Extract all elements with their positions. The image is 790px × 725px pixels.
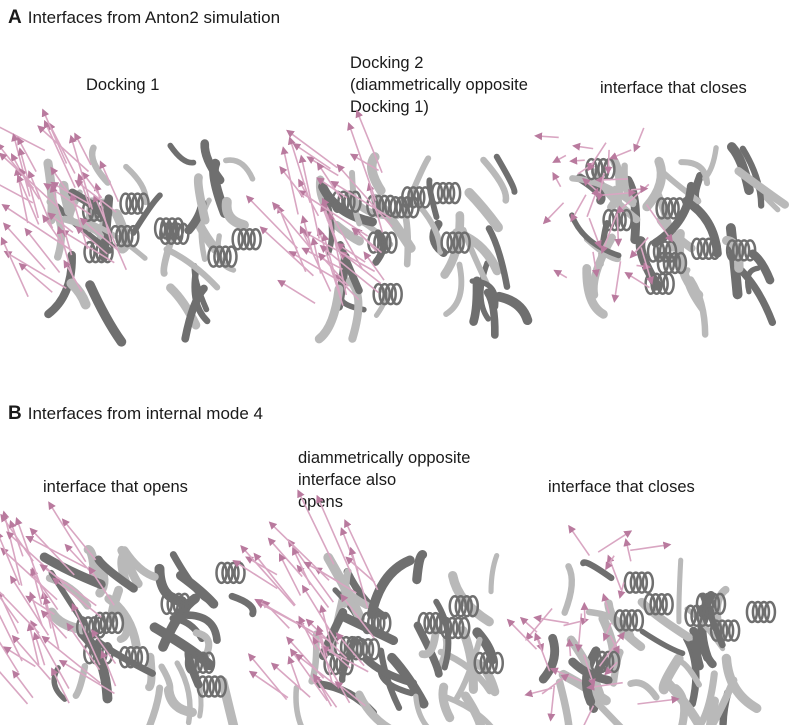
panel-a2-structure	[245, 109, 533, 344]
panel-b2-label-line: diammetrically opposite	[298, 449, 471, 467]
displacement-arrows	[506, 524, 680, 725]
panel-a2-label: Docking 2 (diammetrically opposite Docki…	[350, 52, 528, 118]
protein-structure-image	[245, 109, 533, 344]
section-b-letter: B	[8, 403, 22, 424]
panel-a2-label-line: Docking 1)	[350, 98, 429, 116]
panel-a3-label: interface that closes	[600, 77, 747, 99]
protein-structure-image	[0, 108, 262, 347]
section-b-heading: B Interfaces from internal mode 4	[8, 403, 263, 425]
displacement-arrows	[0, 501, 117, 705]
panel-a1-label-line: Docking 1	[86, 76, 160, 94]
section-b-title: Interfaces from internal mode 4	[27, 404, 264, 423]
displacement-arrows	[232, 489, 379, 708]
panel-a2-label-line: (diammetrically opposite	[350, 76, 528, 94]
protein-ribbon	[314, 152, 533, 344]
panel-b3-structure	[506, 524, 785, 725]
panel-a3-label-line: interface that closes	[600, 79, 747, 97]
panel-b3-label: interface that closes	[548, 476, 695, 498]
panel-b1-structure	[0, 501, 260, 725]
section-a-letter: A	[8, 7, 22, 28]
panel-a2-label-line: Docking 2	[350, 54, 424, 72]
panel-b2-label-line: interface also	[298, 471, 397, 489]
panel-b1-label-line: interface that opens	[43, 478, 188, 496]
protein-structure-image	[534, 127, 790, 338]
displacement-arrows	[534, 127, 673, 303]
panel-a3-structure	[534, 118, 790, 338]
panel-a1-structure	[0, 108, 270, 347]
section-a-title: Interfaces from Anton2 simulation	[27, 8, 281, 27]
protein-structure-image	[506, 524, 777, 725]
protein-structure-image	[0, 501, 257, 725]
panel-b3-label-line: interface that closes	[548, 478, 695, 496]
protein-ribbon	[43, 139, 262, 347]
protein-ribbon	[569, 142, 790, 338]
section-a-heading: A Interfaces from Anton2 simulation	[8, 7, 280, 29]
protein-ribbon	[538, 557, 777, 725]
panel-b2-label: diammetrically opposite interface also o…	[298, 447, 470, 513]
panel-a1-label: Docking 1	[86, 74, 159, 96]
displacement-arrows	[245, 109, 393, 306]
displacement-arrows	[0, 108, 128, 298]
protein-ribbon	[39, 544, 257, 725]
panel-b1-label: interface that opens	[43, 476, 188, 498]
protein-structure-image	[232, 489, 504, 725]
panel-b2-structure	[232, 489, 524, 725]
